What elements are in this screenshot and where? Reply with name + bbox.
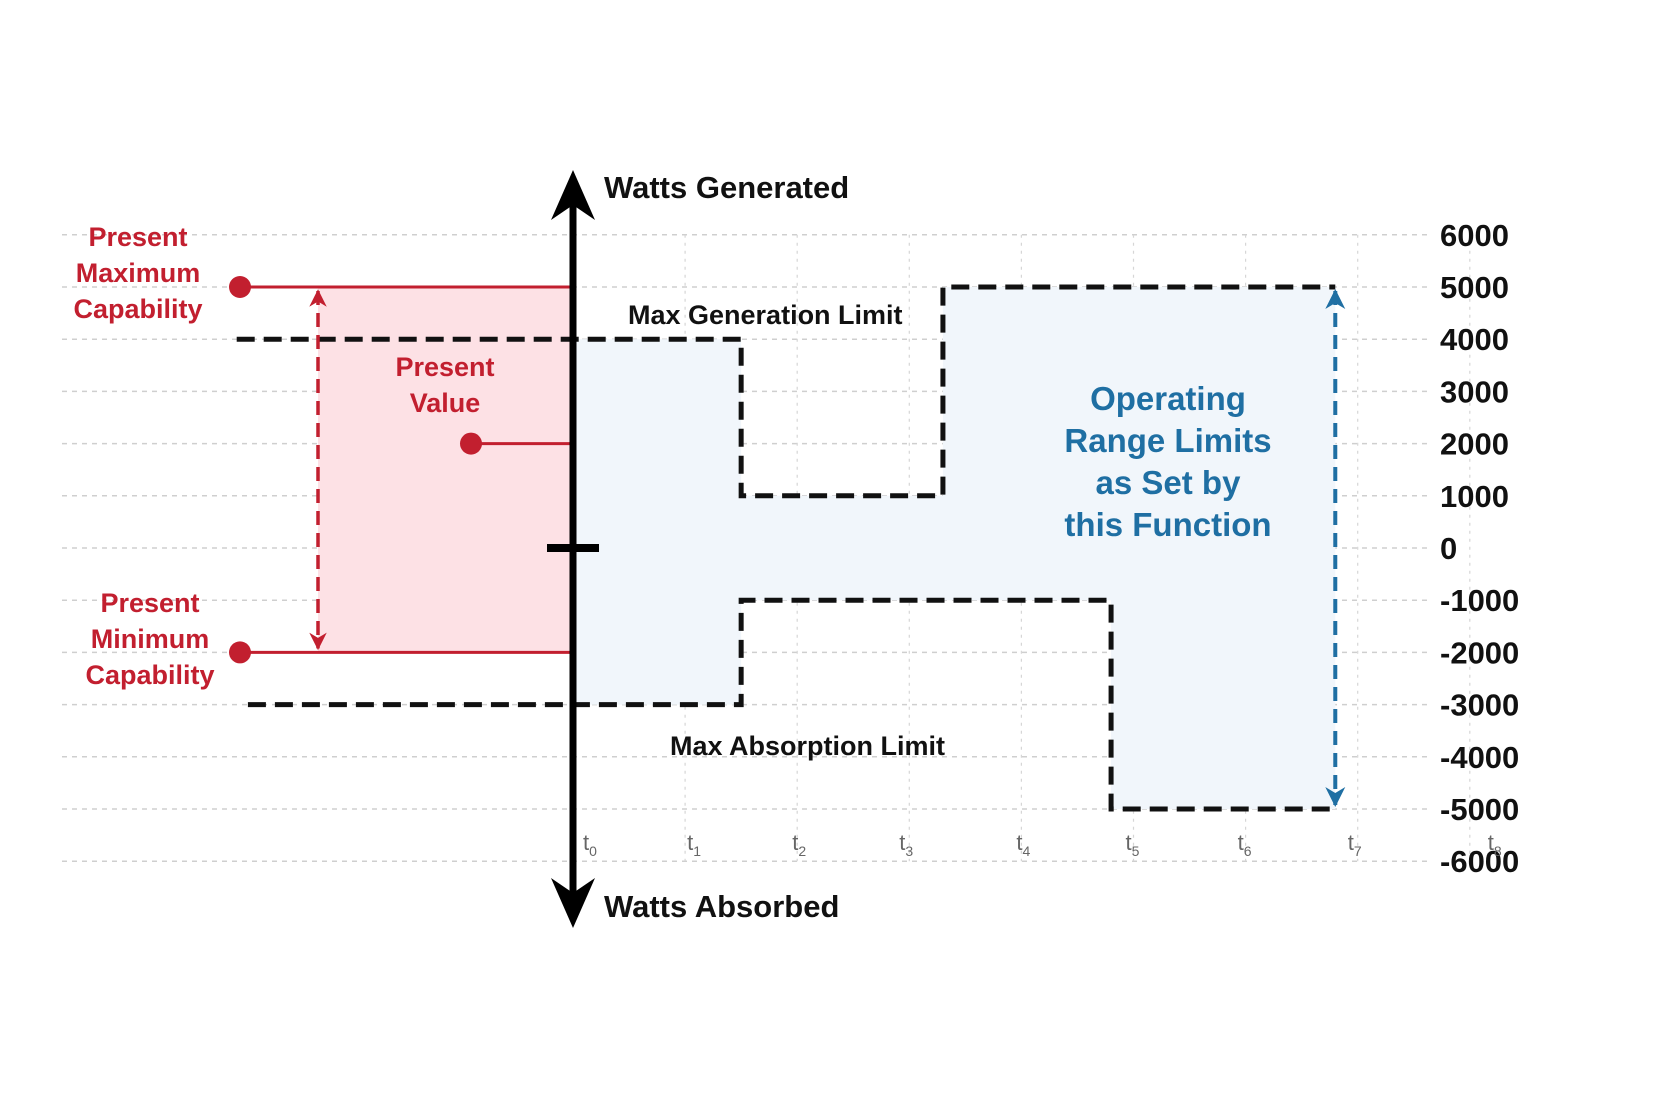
x-tick-label: t5 xyxy=(1126,830,1140,859)
max-absorption-limit-label: Max Absorption Limit xyxy=(670,731,945,761)
y-tick-label: -2000 xyxy=(1440,635,1519,670)
main-axis xyxy=(547,170,599,928)
x-tick-label: t0 xyxy=(583,830,597,859)
present-value-label-line: Present xyxy=(395,352,494,382)
capability-markers xyxy=(229,276,573,664)
operating-range-label-line: this Function xyxy=(1064,506,1271,543)
y-tick-label: -3000 xyxy=(1440,688,1519,723)
present-max-capability-label-line: Maximum xyxy=(76,258,201,288)
x-tick-subscript: 2 xyxy=(798,843,806,859)
present-value-dot xyxy=(460,432,482,455)
x-tick-label: t4 xyxy=(1016,830,1030,859)
y-tick-label: 6000 xyxy=(1440,218,1509,253)
x-tick-label: t8 xyxy=(1488,830,1502,859)
max-generation-limit-line xyxy=(236,284,1336,499)
x-tick-subscript: 3 xyxy=(905,843,913,859)
x-tick-subscript: 4 xyxy=(1023,843,1031,859)
x-tick-subscript: 6 xyxy=(1244,843,1252,859)
x-tick-subscript: 1 xyxy=(693,843,701,859)
present-min-capability-label-line: Capability xyxy=(85,660,214,690)
y-tick-label: 0 xyxy=(1440,531,1457,566)
x-tick-label: t7 xyxy=(1348,830,1362,859)
present-max-capability-label-line: Present xyxy=(88,222,187,252)
y-tick-label: 3000 xyxy=(1440,374,1509,409)
y-tick-label: -1000 xyxy=(1440,583,1519,618)
present-min-capability-label-line: Minimum xyxy=(91,624,210,654)
present-max-dot xyxy=(229,276,251,298)
capability-fill xyxy=(318,287,573,653)
x-tick-subscript: 8 xyxy=(1494,843,1502,859)
y-tick-label: 2000 xyxy=(1440,427,1509,462)
operating-range-label-line: as Set by xyxy=(1096,464,1242,501)
present-value-label-line: Value xyxy=(410,388,481,418)
x-tick-subscript: 0 xyxy=(589,843,597,859)
x-tick-labels: t0 t1 t2 t3 t4 t5 t6 t7 t8 xyxy=(583,830,1502,859)
x-tick-label: t6 xyxy=(1238,830,1252,859)
limit-lines xyxy=(236,284,1346,812)
operating-range-fill xyxy=(573,287,1336,809)
x-tick-subscript: 7 xyxy=(1354,843,1362,859)
y-tick-label: -5000 xyxy=(1440,792,1519,827)
x-tick-label: t1 xyxy=(687,830,701,859)
x-tick-label: t3 xyxy=(899,830,913,859)
y-tick-labels: 6000 5000 4000 3000 2000 1000 0 -1000 -2000 -3000… xyxy=(1440,218,1519,879)
y-tick-label: 5000 xyxy=(1440,270,1509,305)
region-fills xyxy=(318,287,1336,809)
y-axis-title-top: Watts Generated xyxy=(604,170,849,205)
y-tick-label: -6000 xyxy=(1440,844,1519,879)
y-tick-label: 1000 xyxy=(1440,479,1509,514)
arrow-down-icon xyxy=(551,878,595,928)
operating-range-label-line: Range Limits xyxy=(1064,422,1271,459)
y-tick-label: -4000 xyxy=(1440,740,1519,775)
x-tick-label: t2 xyxy=(792,830,806,859)
arrow-up-icon xyxy=(551,170,595,220)
max-generation-limit-label: Max Generation Limit xyxy=(628,300,903,330)
y-tick-label: 4000 xyxy=(1440,322,1509,357)
max-absorption-limit-line xyxy=(247,597,1336,812)
present-min-capability-label-line: Present xyxy=(100,588,199,618)
x-tick-subscript: 5 xyxy=(1132,843,1140,859)
operating-range-label-line: Operating xyxy=(1090,380,1246,417)
present-max-capability-label-line: Capability xyxy=(73,294,202,324)
present-min-dot xyxy=(229,641,251,664)
y-axis-title-bottom: Watts Absorbed xyxy=(604,889,839,924)
